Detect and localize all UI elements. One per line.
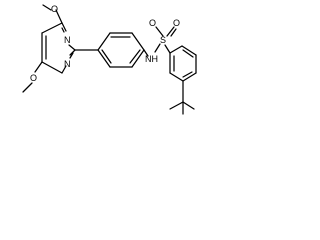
atom-label-o-bottom: O bbox=[30, 73, 37, 83]
atom-label-o-sulfonyl-right: O bbox=[173, 18, 180, 28]
atom-label-n-ring-bottom: N bbox=[64, 59, 71, 69]
atom-label-o-top: O bbox=[51, 4, 58, 14]
atom-label-o-sulfonyl-left: O bbox=[149, 18, 156, 28]
bond-lines bbox=[22, 4, 197, 115]
chemical-structure: O N N O NH S O O bbox=[22, 4, 197, 115]
atom-label-sulfur: S bbox=[160, 35, 166, 45]
atom-label-n-ring-top: N bbox=[64, 35, 71, 45]
atom-label-nh: NH bbox=[145, 54, 158, 64]
atom-labels: O N N O NH S O O bbox=[30, 4, 180, 83]
